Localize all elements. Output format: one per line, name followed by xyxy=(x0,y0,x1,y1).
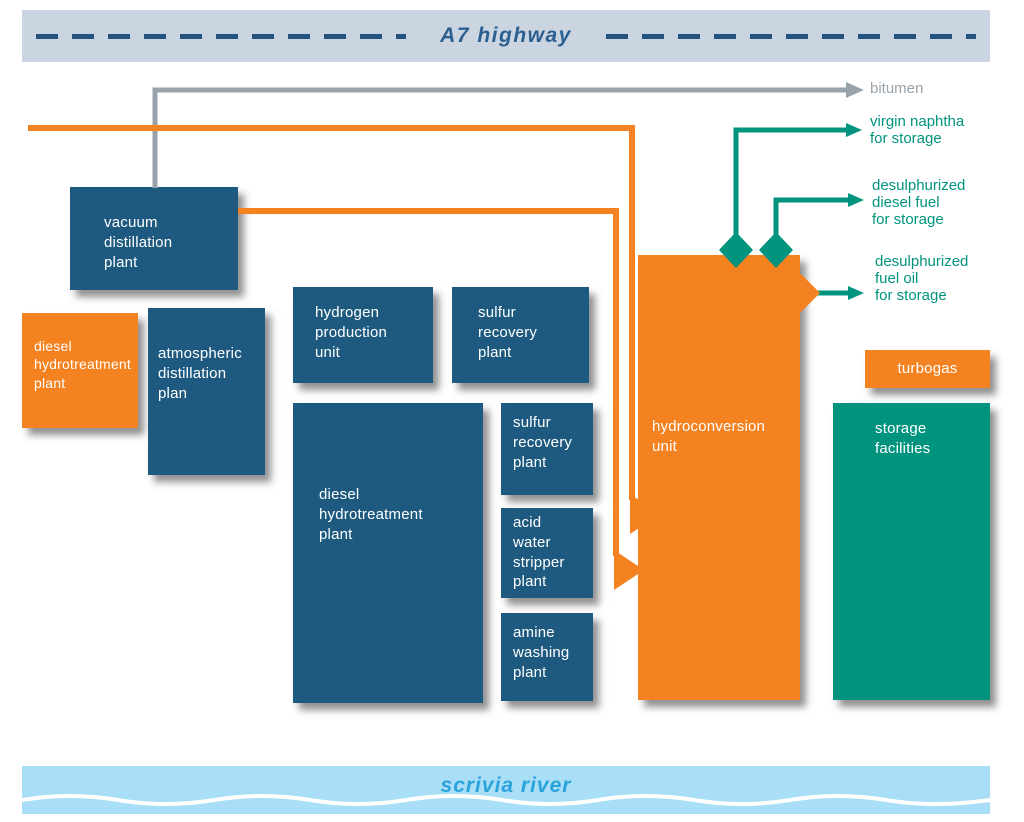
amine-washing-plant-label: amine washing plant xyxy=(513,624,570,681)
turbogas-unit-label: turbogas xyxy=(897,360,958,377)
desulphurized-diesel-arrow-icon xyxy=(848,193,864,207)
storage-facilities-label: storage facilities xyxy=(875,420,931,457)
vacuum-distillation-plant-label: vacuum distillation plant xyxy=(104,214,173,271)
highway-label: A7 highway xyxy=(440,24,572,47)
river-banner: scrivia river xyxy=(22,766,990,814)
desulphurized-fuel-oil-output-label: desulphurized fuel oil for storage xyxy=(875,253,969,304)
diesel-hydrotreatment-plant-main: diesel hydrotreatment plant xyxy=(293,403,483,703)
virgin-naphtha-arrow-icon xyxy=(846,123,862,137)
hydrogen-production-unit-label: hydrogen production unit xyxy=(315,304,388,361)
sulfur-recovery-plant-east: sulfur recovery plant xyxy=(501,403,593,495)
atmospheric-distillation-plant-label: atmospheric distillation plan xyxy=(158,345,242,402)
desulphurized-diesel-output-label: desulphurized diesel fuel for storage xyxy=(872,177,966,228)
sulfur-recovery-plant-north-label: sulfur recovery plant xyxy=(478,304,538,361)
acid-water-stripper-plant: acid water stripper plant xyxy=(501,508,593,598)
hydrogen-production-unit: hydrogen production unit xyxy=(293,287,433,383)
bitumen-arrow-icon xyxy=(846,82,864,98)
sulfur-recovery-plant-north: sulfur recovery plant xyxy=(452,287,589,383)
highway-banner: A7 highway xyxy=(22,10,990,62)
turbogas-unit: turbogas xyxy=(865,350,990,388)
bitumen-output-label: bitumen xyxy=(870,80,924,97)
bitumen-pipe xyxy=(152,87,846,188)
vacuum-distillation-plant: vacuum distillation plant xyxy=(70,187,238,290)
diesel-hydrotreatment-plant-west-label: diesel hydrotreatment plant xyxy=(34,338,131,391)
hydroconversion-unit: hydroconversion unit xyxy=(638,255,800,700)
highway-dashed-line-left xyxy=(36,33,407,39)
acid-water-stripper-plant-label: acid water stripper plant xyxy=(513,514,565,591)
desulphurized-fuel-oil-arrow-icon xyxy=(848,286,864,300)
virgin-naphtha-pipe xyxy=(733,127,846,248)
diesel-hydrotreatment-plant-main-label: diesel hydrotreatment plant xyxy=(319,486,423,543)
desulphurized-diesel-pipe xyxy=(773,197,848,248)
hydroconversion-unit-label: hydroconversion unit xyxy=(652,418,766,455)
river-label: scrivia river xyxy=(440,774,572,797)
storage-facilities: storage facilities xyxy=(833,403,990,700)
virgin-naphtha-output-label: virgin naphtha for storage xyxy=(870,113,965,147)
diesel-hydrotreatment-plant-west: diesel hydrotreatment plant xyxy=(22,313,138,428)
sulfur-recovery-plant-east-label: sulfur recovery plant xyxy=(513,414,573,471)
amine-washing-plant: amine washing plant xyxy=(501,613,593,701)
highway-dashed-line-right xyxy=(605,33,977,39)
atmospheric-distillation-plant: atmospheric distillation plan xyxy=(148,308,265,475)
